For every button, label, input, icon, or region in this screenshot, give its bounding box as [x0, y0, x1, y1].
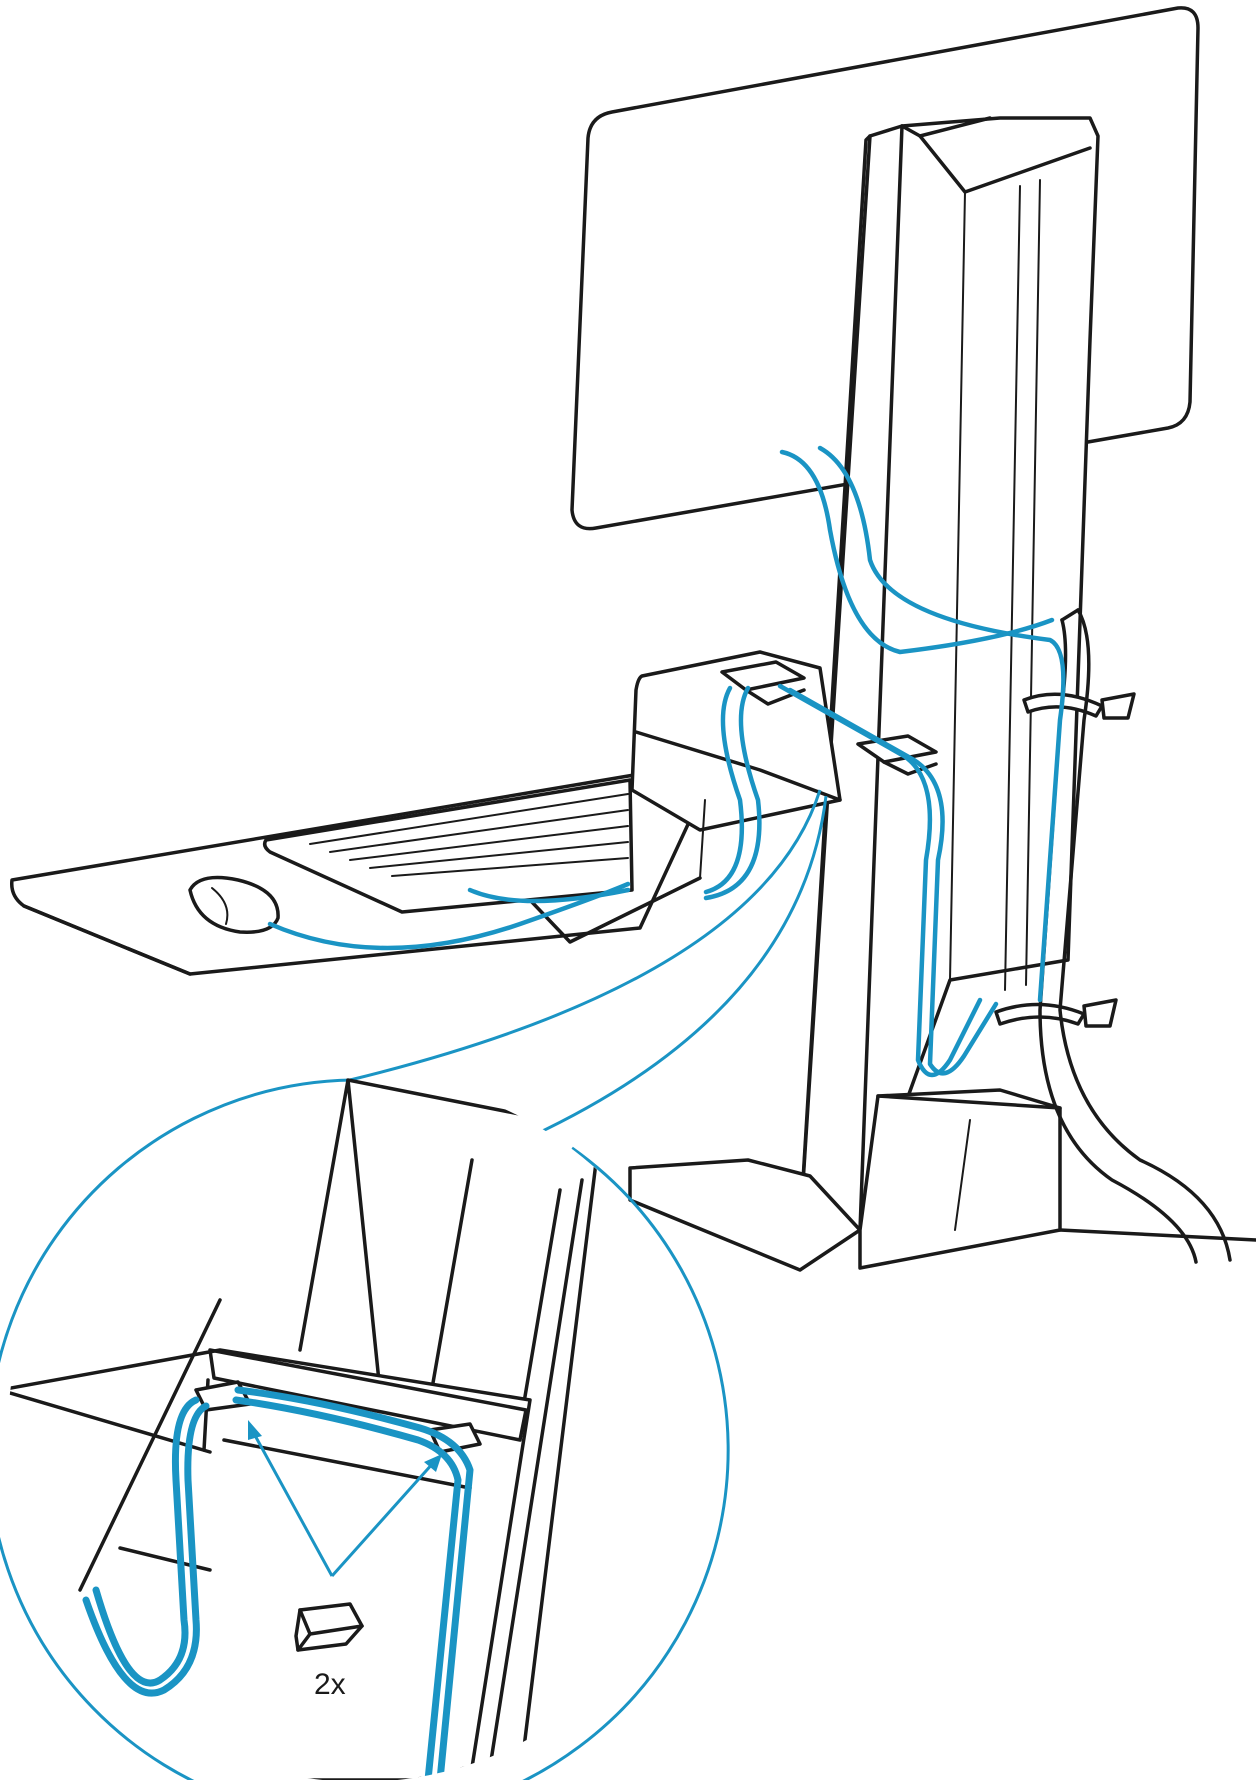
cables-main — [267, 445, 1066, 1078]
cable-tie-lower — [994, 998, 1118, 1028]
column-base — [628, 1088, 1256, 1272]
support-column — [798, 116, 1100, 1232]
detail-view — [8, 1078, 602, 1780]
spare-clip-icon — [294, 1602, 364, 1652]
clip-arrows — [248, 1420, 442, 1578]
power-cord — [1038, 608, 1232, 1264]
detail-callout — [0, 789, 828, 1780]
clip-quantity-label: 2x — [314, 1668, 346, 1701]
keyboard — [262, 778, 634, 914]
mouse — [188, 875, 280, 934]
